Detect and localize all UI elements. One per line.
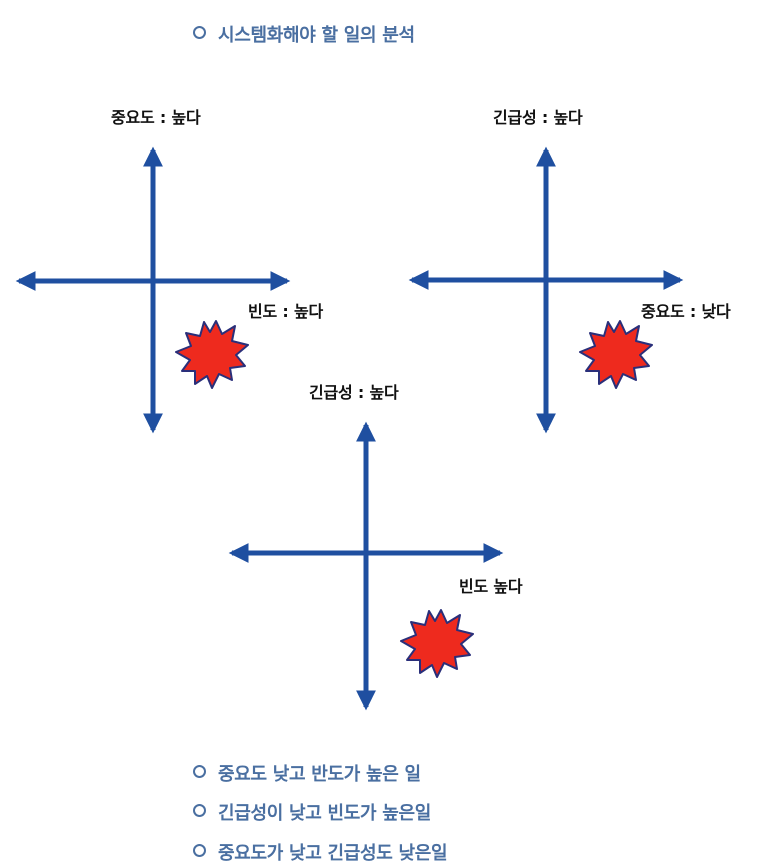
bullet-item: 중요도 낮고 반도가 높은 일 bbox=[193, 760, 421, 786]
diagram1-vertical-label: 중요도 : 높다 bbox=[111, 108, 201, 127]
bullet-item: 중요도가 낮고 긴급성도 낮은일 bbox=[193, 839, 448, 865]
diagram3-vertical-label: 긴급성 : 높다 bbox=[309, 383, 399, 402]
bullet-marker bbox=[193, 765, 206, 778]
bullet-text: 긴급성이 낮고 빈도가 높은일 bbox=[218, 803, 432, 824]
explosion-burst-icon bbox=[175, 320, 249, 389]
diagram-importance-frequency bbox=[15, 146, 291, 434]
explosion-burst-icon bbox=[579, 320, 653, 389]
diagram1-horizontal-label: 빈도 : 높다 bbox=[248, 302, 324, 321]
diagram-urgency-frequency bbox=[228, 421, 504, 711]
bullet-text: 중요도 낮고 반도가 높은 일 bbox=[218, 764, 421, 785]
bullet-item: 긴급성이 낮고 빈도가 높은일 bbox=[193, 799, 431, 825]
diagram2-vertical-label: 긴급성 : 높다 bbox=[493, 108, 583, 127]
bullet-marker bbox=[193, 844, 206, 857]
bullet-marker bbox=[193, 26, 206, 39]
diagram3-horizontal-label: 빈도 높다 bbox=[459, 577, 523, 596]
bullet-marker bbox=[193, 804, 206, 817]
diagram-urgency-importance bbox=[408, 146, 684, 434]
bullet-text: 중요도가 낮고 긴급성도 낮은일 bbox=[218, 843, 448, 864]
diagram2-horizontal-label: 중요도 : 낮다 bbox=[641, 302, 731, 321]
explosion-burst-icon bbox=[400, 609, 474, 678]
heading-text: 시스템화해야 할 일의 분석 bbox=[218, 25, 415, 46]
heading: 시스템화해야 할 일의 분석 bbox=[193, 21, 415, 47]
